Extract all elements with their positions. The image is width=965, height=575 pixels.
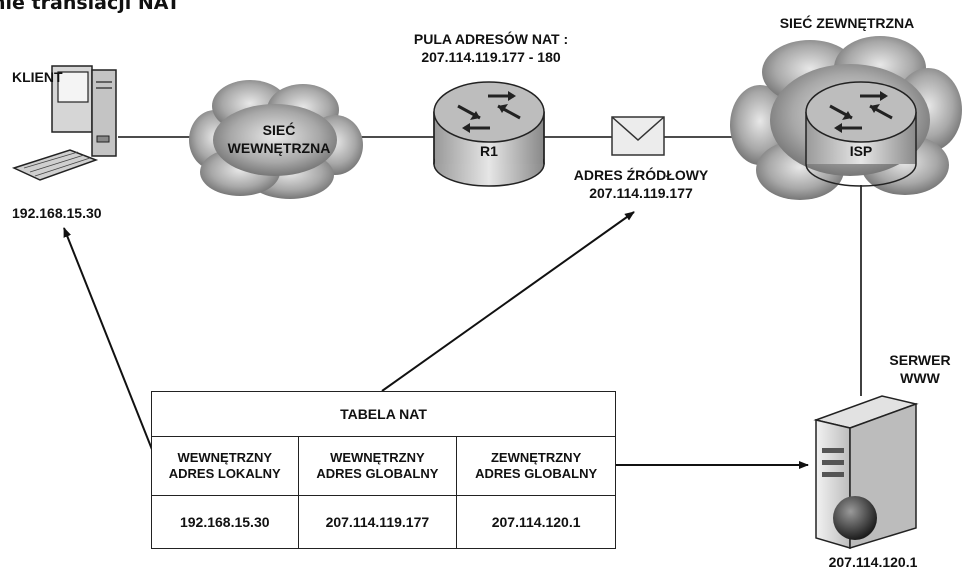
header-line1: WEWNĘTRZNY [330,450,425,465]
inner-network-cloud [189,80,363,199]
router-isp-label: ISP [849,143,873,159]
router-r1-label: R1 [480,143,498,159]
packet-envelope-icon [611,116,665,156]
packet-source-label: ADRES ŹRÓDŁOWY 207.114.119.177 [561,166,721,202]
packet-source-label-line2: 207.114.119.177 [589,185,693,201]
inner-network-label-line1: SIEĆ [262,122,296,138]
packet-source-label-line1: ADRES ŹRÓDŁOWY [573,167,709,183]
client-ip: 192.168.15.30 [12,205,102,221]
nat-table-header-outside-global: ZEWNĘTRZNY ADRES GLOBALNY [456,436,616,496]
nat-pool-label: PULA ADRESÓW NAT : 207.114.119.177 - 180 [391,30,591,66]
nat-table-header-inside-global: WEWNĘTRZNY ADRES GLOBALNY [297,436,458,496]
inner-network-label: SIEĆ WEWNĘTRZNA [219,121,339,157]
server-ip: 207.114.120.1 [828,554,918,570]
nat-table: TABELA NAT WEWNĘTRZNY ADRES LOKALNY WEWN… [151,391,616,549]
header-line2: ADRES GLOBALNY [316,466,439,481]
server-tower-icon [813,395,919,550]
server-label-line1: SERWER [889,352,951,368]
header-line1: WEWNĘTRZNY [177,450,273,465]
arrow-to-client [63,227,156,458]
header-line2: ADRES LOKALNY [168,466,281,481]
nat-table-value-inside-local: 192.168.15.30 [151,495,299,549]
server-label-line2: WWW [900,370,940,386]
inner-network-label-line2: WEWNĘTRZNA [227,140,331,156]
header-line2: ADRES GLOBALNY [475,466,598,481]
nat-pool-label-line2: 207.114.119.177 - 180 [421,49,561,65]
header-line1: ZEWNĘTRZNY [490,450,582,465]
nat-table-title: TABELA NAT [151,391,616,437]
outer-network-label: SIEĆ ZEWNĘTRZNA [779,15,915,31]
nat-table-header-inside-local: WEWNĘTRZNY ADRES LOKALNY [151,436,299,496]
client-label: KLIENT [12,69,63,85]
router-isp-icon [805,81,917,187]
nat-table-value-outside-global: 207.114.120.1 [456,495,616,549]
client-computer-icon [11,65,117,181]
arrow-to-packet [381,211,635,392]
nat-pool-label-line1: PULA ADRESÓW NAT : [413,31,569,47]
router-r1-icon [433,81,545,187]
nat-table-value-inside-global: 207.114.119.177 [297,495,458,549]
server-label: SERWER WWW [880,351,960,387]
diagram-title: nie translacji NAT [0,0,180,14]
